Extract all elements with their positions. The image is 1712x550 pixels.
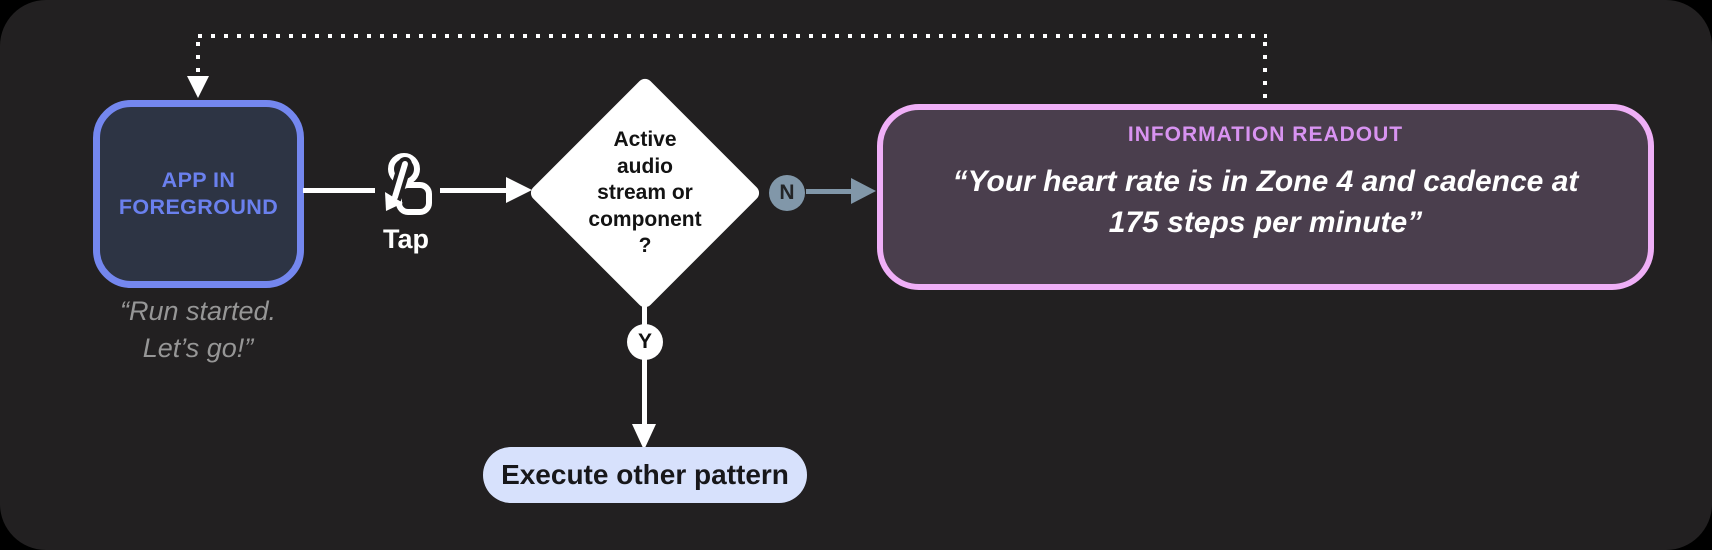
execute-arrowhead-icon xyxy=(632,424,656,450)
branch-badge-yes: Y xyxy=(627,324,663,360)
tap-label: Tap xyxy=(383,224,429,254)
connector-no-to-readout xyxy=(806,189,851,194)
feedback-dotted-line-left xyxy=(196,42,200,76)
node-execute-other-pattern: Execute other pattern xyxy=(483,447,807,503)
node-information-readout: INFORMATION READOUT “Your heart rate is … xyxy=(877,104,1654,290)
app-voice-quote: “Run started. Let’s go!” xyxy=(119,296,277,363)
execute-label: Execute other pattern xyxy=(501,459,789,490)
feedback-dotted-line-right xyxy=(1263,42,1267,102)
connector-app-to-tap xyxy=(303,188,375,193)
app-node-label: APP IN FOREGROUND xyxy=(118,168,279,219)
connector-yes-to-execute xyxy=(642,300,647,424)
connector-tap-to-decision xyxy=(440,188,507,193)
node-app-in-foreground: APP IN FOREGROUND xyxy=(93,100,304,288)
decision-arrowhead-icon xyxy=(506,177,532,203)
readout-title: INFORMATION READOUT xyxy=(1127,123,1404,146)
feedback-dotted-line-horizontal xyxy=(198,34,1267,38)
decision-label: Active audio stream or component ? xyxy=(588,128,702,257)
tap-gesture-icon xyxy=(385,153,432,215)
branch-badge-no: N xyxy=(769,175,805,211)
feedback-arrowhead-icon xyxy=(187,76,209,98)
readout-arrowhead-icon xyxy=(851,178,876,204)
readout-quote: “Your heart rate is in Zone 4 and cadenc… xyxy=(952,165,1579,239)
